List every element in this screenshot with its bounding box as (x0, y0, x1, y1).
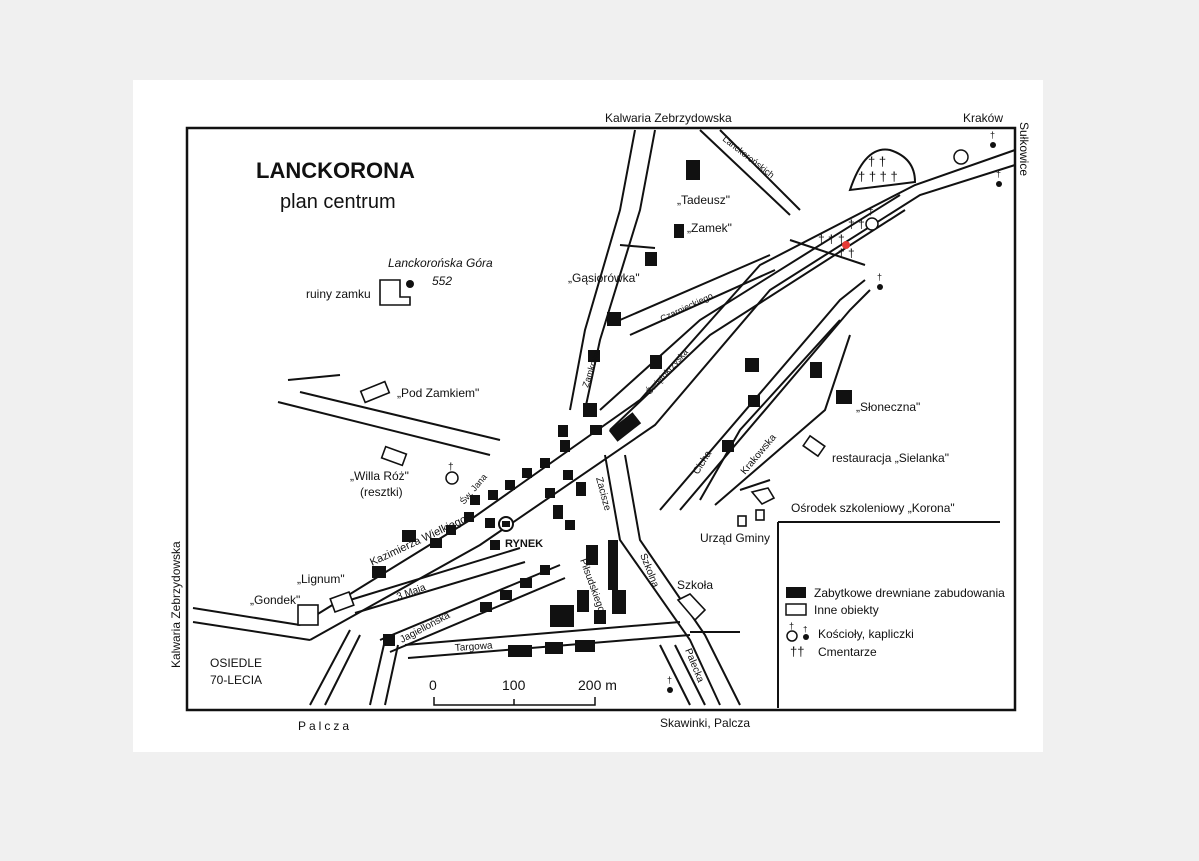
svg-text:†: † (990, 130, 995, 140)
urzad-label: Urząd Gminy (700, 531, 770, 545)
peak-dot (406, 280, 414, 288)
street-zamkowa: Zamkowa (580, 348, 602, 388)
map-legend: Zabytkowe drewniane zabudowania Inne obi… (785, 586, 1005, 659)
scale-tick-0: 0 (429, 677, 437, 693)
map-frame (185, 126, 1017, 712)
cemetery-north-crosses-top: † † (868, 154, 886, 169)
svg-text:†: † (789, 621, 794, 631)
gondek-label: „Gondek" (250, 593, 300, 607)
church-icon: † (865, 207, 879, 231)
svg-text:†: † (448, 462, 454, 473)
scale-bar: 0 100 200 m (429, 677, 617, 706)
svg-text:†: † (667, 675, 672, 685)
svg-text:†: † (996, 169, 1001, 179)
scale-tick-100: 100 (502, 677, 526, 693)
gasiorowka-label: „Gąsiorówka" (568, 271, 640, 285)
direction-north: Kalwaria Zebrzydowska (605, 111, 732, 125)
legend-symbol-historic (786, 587, 806, 598)
cemetery-east-crosses: † † † (818, 232, 845, 246)
direction-south: Skawinki, Palcza (660, 716, 750, 730)
peak-name: Lanckorońska Góra (388, 256, 493, 270)
historic-buildings (372, 160, 852, 657)
legend-church-icon: † † (786, 621, 809, 642)
chapel-icon: † (667, 675, 673, 693)
street-jagiellonska: Jagiellońska (398, 610, 452, 646)
osrodek-label: Ośrodek szkoleniowy „Korona" (791, 501, 955, 515)
street-czarnieckiego: Czarnieckiego (659, 291, 715, 324)
legend-label-church: Kościoły, kapliczki (818, 627, 914, 641)
chapel-icon: † (990, 130, 996, 148)
church-icon: † (445, 462, 459, 485)
map-title: LANCKORONA (256, 158, 415, 183)
legend-label-other: Inne obiekty (814, 603, 879, 617)
tadeusz-label: „Tadeusz" (677, 193, 730, 207)
svg-text:†: † (868, 207, 874, 218)
willa-roz-note: (resztki) (360, 485, 403, 499)
cemetery-north-crosses: † † † † (858, 169, 898, 184)
legend-label-historic: Zabytkowe drewniane zabudowania (814, 586, 1005, 600)
scale-tick-200: 200 m (578, 677, 617, 693)
road-network (192, 129, 1016, 706)
street-targowa: Targowa (454, 640, 493, 654)
svg-text:†: † (877, 272, 882, 282)
chapel-icon: † (996, 169, 1002, 187)
direction-south-west: Palcza (298, 719, 352, 733)
street-swietokrzyska: Świętokrzyska (643, 346, 690, 396)
map-subtitle: plan centrum (280, 191, 396, 213)
cemetery-east-crosses-3: † † (848, 217, 865, 231)
rynek-label: RYNEK (505, 538, 543, 550)
chapel-icon: † (877, 272, 883, 290)
direction-west: Kalwaria Zebrzydowska (169, 541, 183, 668)
cemetery-north-outline (848, 148, 917, 192)
szkola-label: Szkoła (677, 578, 713, 592)
peak-elevation: 552 (432, 274, 452, 288)
rynek-well-icon (498, 516, 514, 532)
pod-zamkiem-label: „Pod Zamkiem" (397, 386, 479, 400)
willa-roz-label: „Willa Róż" (350, 469, 409, 483)
direction-northeast: Kraków (963, 111, 1003, 125)
legend-symbol-other (785, 603, 807, 616)
legend-label-cemetery: Cmentarze (818, 645, 877, 659)
restauracja-label: restauracja „Sielanka" (832, 451, 949, 465)
zamek-label: „Zamek" (687, 221, 732, 235)
other-objects (297, 279, 826, 626)
sloneczna-label: „Słoneczna" (856, 400, 920, 414)
ruins-label: ruiny zamku (306, 287, 371, 301)
osiedle-label-1: OSIEDLE (210, 656, 262, 670)
location-marker[interactable] (842, 241, 850, 249)
osiedle-label-2: 70-LECIA (210, 673, 262, 687)
roundabout-icon (953, 149, 969, 165)
cemetery-east-crosses-2: † † (838, 246, 855, 260)
direction-east: Sułkowice (1017, 122, 1031, 176)
lignum-label: „Lignum" (297, 572, 345, 586)
legend-cemetery-icon: †† (790, 644, 804, 659)
svg-text:†: † (803, 625, 807, 634)
